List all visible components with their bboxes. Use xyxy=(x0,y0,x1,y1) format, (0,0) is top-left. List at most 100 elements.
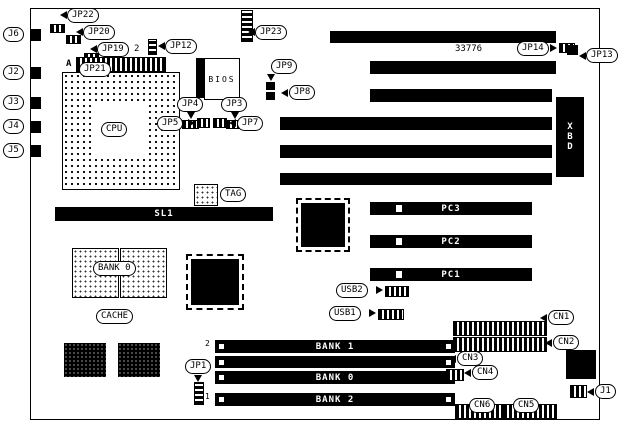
jumper-jp12-pins xyxy=(148,39,157,55)
arrow-down-icon xyxy=(194,375,202,382)
cn1-header xyxy=(453,321,547,336)
arrow-left-icon xyxy=(579,52,586,60)
connector-j2-label: J2 xyxy=(3,65,24,80)
arrow-left-icon xyxy=(545,339,552,347)
arrow-left-icon xyxy=(449,355,456,363)
connector-j5-pins xyxy=(31,145,41,157)
jumper-jp4-label: JP4 xyxy=(177,97,204,112)
jumper-jp20-label: JP20 xyxy=(83,25,115,40)
jumper-jp9-label: JP9 xyxy=(271,59,298,74)
jumper-jp22-pins xyxy=(50,24,65,33)
cn3-label: CN3 xyxy=(457,351,484,366)
cache-label: CACHE xyxy=(96,309,134,324)
jumper-jp1-pins xyxy=(194,382,204,405)
connector-j5-label: J5 xyxy=(3,143,24,158)
cn6-label: CN6 xyxy=(469,398,496,413)
arrow-left-icon xyxy=(464,369,471,377)
jp21-pin-a-marker: A xyxy=(66,59,72,69)
arrow-left-icon xyxy=(60,11,67,19)
cn1-label: CN1 xyxy=(548,310,575,325)
pci-slot-pc2: PC2 xyxy=(370,235,532,248)
isa-slot-1 xyxy=(330,31,556,43)
arrow-left-icon xyxy=(540,314,547,322)
arrow-right-icon xyxy=(369,309,376,317)
jumper-jp9-pins xyxy=(266,82,275,90)
isa-slot-2 xyxy=(370,61,556,74)
arrow-right-icon xyxy=(376,286,383,294)
jumper-jp21-label: JP21 xyxy=(79,62,111,77)
cn4-label: CN4 xyxy=(472,365,499,380)
chipset-qfp-1 xyxy=(296,198,350,252)
flat-chip-2 xyxy=(118,343,160,377)
usb1-pins xyxy=(378,309,404,320)
jumper-jp3-label: JP3 xyxy=(221,97,248,112)
chipset-qfp-2 xyxy=(186,254,244,310)
ic-chip-right xyxy=(566,350,596,379)
jumper-jp13-label: JP13 xyxy=(586,48,618,63)
connector-j3-pins xyxy=(31,97,41,109)
arrow-left-icon xyxy=(90,45,97,53)
arrow-right-icon xyxy=(188,119,195,127)
jp19-pin1-marker: 2 xyxy=(134,44,140,54)
cn5-label: CN5 xyxy=(513,398,540,413)
jumper-jp8-pins xyxy=(266,92,275,100)
bios-strip xyxy=(196,58,204,98)
arrow-left-icon xyxy=(158,42,165,50)
jumper-jp14-label: JP14 xyxy=(517,41,549,56)
arrow-left-icon xyxy=(76,28,83,36)
jumper-jp19-label: JP19 xyxy=(97,42,129,57)
jumper-jp7-label: JP7 xyxy=(237,116,264,131)
arrow-down-icon xyxy=(231,112,239,119)
usb1-label: USB1 xyxy=(329,306,361,321)
arrow-right-icon xyxy=(550,44,557,52)
bios-chip: BIOS xyxy=(204,58,240,100)
jumper-jp5-pins xyxy=(197,118,210,128)
simm-slot-2 xyxy=(215,356,455,368)
connector-j4-pins xyxy=(31,121,41,133)
jumper-jp5-label: JP5 xyxy=(157,116,184,131)
arrow-left-icon xyxy=(248,28,255,36)
cn2-label: CN2 xyxy=(553,335,580,350)
connector-j3-label: J3 xyxy=(3,95,24,110)
simm-pin2-marker: 2 xyxy=(205,339,210,348)
cache-bank0-label: BANK 0 xyxy=(93,261,136,276)
usb2-label: USB2 xyxy=(336,283,368,298)
pci-slot-pc3: PC3 xyxy=(370,202,532,215)
simm-pin1-marker: 1 xyxy=(205,392,210,401)
simm-slot-bank0: BANK 0 xyxy=(215,371,455,384)
cn4-pins xyxy=(446,369,464,381)
jumper-jp20-pins xyxy=(66,35,81,44)
arrow-left-icon xyxy=(281,89,288,97)
connector-j6-pins xyxy=(31,29,41,41)
jumper-jp8-label: JP8 xyxy=(289,85,316,100)
flat-chip-1 xyxy=(64,343,106,377)
pci-slot-pc1: PC1 xyxy=(370,268,532,281)
isa-slot-3 xyxy=(370,89,552,102)
connector-j4-label: J4 xyxy=(3,119,24,134)
arrow-down-icon xyxy=(267,74,275,81)
isa-slot-6 xyxy=(280,173,552,185)
jumper-jp23-pins xyxy=(241,10,253,42)
jumper-jp23-label: JP23 xyxy=(255,25,287,40)
arrow-left-icon xyxy=(587,388,594,396)
jumper-jp13-pins xyxy=(567,45,578,55)
isa-slot-5 xyxy=(280,145,552,158)
cn2-header xyxy=(453,337,547,352)
usb2-pins xyxy=(385,286,409,297)
jumper-jp12-label: JP12 xyxy=(165,39,197,54)
tag-label: TAG xyxy=(220,187,247,202)
isa-slot-4 xyxy=(280,117,552,130)
part-number: 33776 xyxy=(455,44,483,54)
simm-slot-bank2: BANK 2 xyxy=(215,393,455,406)
jumper-jp1-label: JP1 xyxy=(185,359,212,374)
xbd-connector: XBD xyxy=(556,97,584,177)
sl1-slot: SL1 xyxy=(55,207,273,221)
cpu-label: CPU xyxy=(101,122,128,137)
simm-slot-bank1: BANK 1 xyxy=(215,340,455,353)
j1-pins xyxy=(570,385,587,398)
jumper-jp22-label: JP22 xyxy=(67,8,99,23)
arrow-left-icon xyxy=(229,119,236,127)
j1-label: J1 xyxy=(595,384,616,399)
arrow-down-icon xyxy=(187,112,195,119)
